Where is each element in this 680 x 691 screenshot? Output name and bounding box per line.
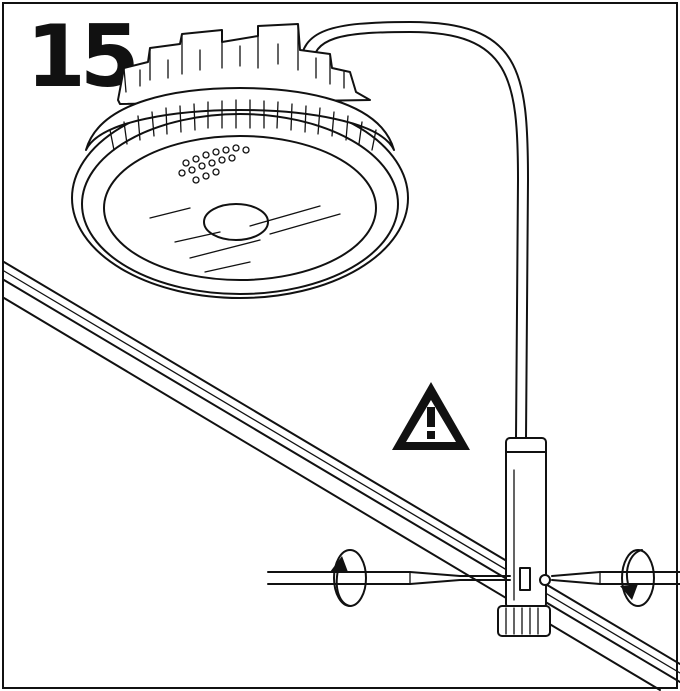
lamp-fixture [71,23,409,299]
rotate-cw-icon [330,549,367,607]
ceiling-rail [3,261,680,691]
warning-triangle-icon [392,382,470,450]
cable-clamp [497,437,551,637]
rotate-ccw-icon [620,549,655,607]
screwdriver-right-icon [551,571,680,585]
power-cable [299,21,529,439]
vent-holes [178,144,250,184]
knurled-nut [497,605,551,637]
